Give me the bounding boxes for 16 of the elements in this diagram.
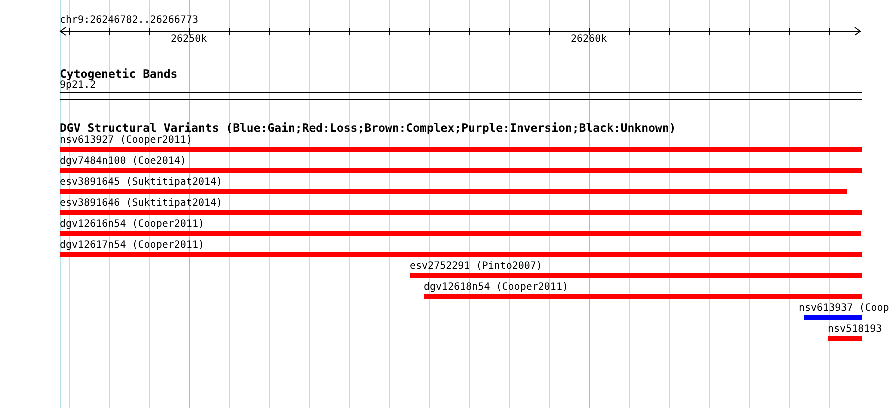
variant-label: nsv613927 (Cooper2011) bbox=[60, 135, 192, 146]
track-title: DGV Structural Variants (Blue:Gain;Red:Loss;Brown:Complex;Purple:Inversion;Black:Unknown) bbox=[60, 122, 676, 134]
axis-tick-label: 26260k bbox=[571, 34, 608, 45]
track-title: Cytogenetic Bands bbox=[60, 68, 178, 80]
axis-tick-label: 26250k bbox=[171, 34, 208, 45]
variant-label: dgv7484n100 (Coe2014) bbox=[60, 156, 186, 167]
variant-label: dgv12617n54 (Cooper2011) bbox=[60, 240, 204, 251]
variant-label: nsv518193 bbox=[828, 324, 882, 335]
region-coordinates: chr9:26246782..26266773 bbox=[60, 15, 198, 26]
band-label: 9p21.2 bbox=[60, 80, 96, 91]
variant-label: esv3891646 (Suktitipat2014) bbox=[60, 198, 223, 209]
variant-label: esv2752291 (Pinto2007) bbox=[410, 261, 542, 272]
variant-label: dgv12618n54 (Cooper2011) bbox=[424, 282, 568, 293]
variant-label: esv3891645 (Suktitipat2014) bbox=[60, 177, 223, 188]
variant-label: nsv613937 (Coop bbox=[799, 303, 890, 314]
variant-label: dgv12616n54 (Cooper2011) bbox=[60, 219, 204, 230]
